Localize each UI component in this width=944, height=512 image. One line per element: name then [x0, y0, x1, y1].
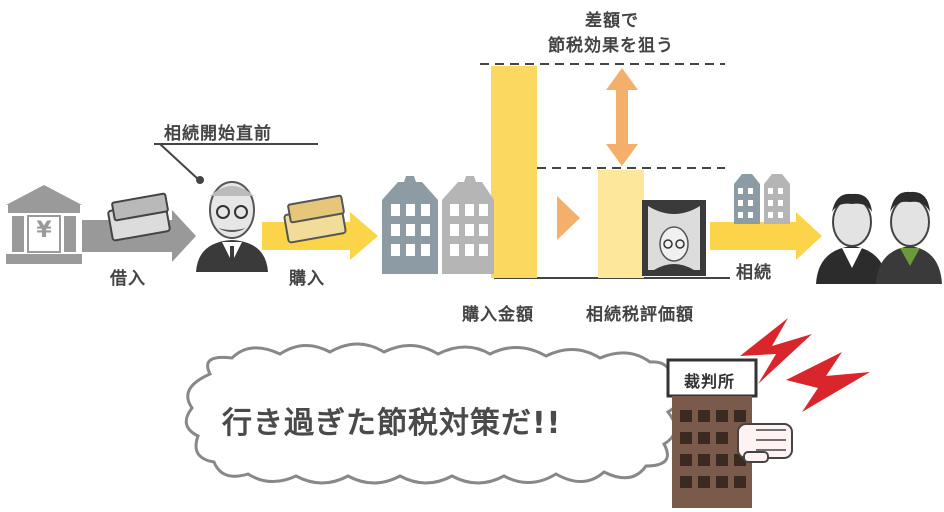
money-stack-icon-2	[283, 194, 347, 244]
old-man-icon	[196, 181, 268, 272]
small-house-icon	[734, 174, 760, 224]
two-men-icon	[816, 191, 942, 284]
difference-label-line1: 差額で	[585, 11, 639, 31]
difference-label-line2: 節税効果を狙う	[548, 36, 674, 56]
speech-bubble-icon	[184, 342, 689, 485]
tax-valuation-label: 相続税評価額	[586, 305, 694, 325]
speech-bubble-text: 行き過ぎた節税対策だ!!	[222, 406, 562, 441]
portrait-icon	[642, 200, 706, 276]
money-stack-icon	[107, 192, 171, 242]
before-inheritance-label: 相続開始直前	[164, 124, 272, 144]
pointing-hand-icon	[737, 423, 793, 463]
lightning-icon-2	[786, 352, 870, 412]
court-label: 裁判所	[684, 372, 736, 391]
small-house-icon-2	[764, 174, 790, 224]
transition-triangle	[557, 196, 580, 240]
borrow-label: 借入	[110, 269, 146, 289]
difference-arrow	[606, 68, 638, 166]
house-icon	[382, 176, 438, 274]
bank-yen-symbol: ¥	[36, 218, 52, 243]
inheritance-label: 相続	[736, 263, 772, 283]
house-icon-2	[442, 176, 494, 274]
purchase-amount-bar	[491, 66, 537, 278]
purchase-amount-label: 購入金額	[462, 305, 534, 325]
lightning-icon	[740, 318, 812, 384]
bank-icon	[6, 185, 82, 264]
label-pointer	[154, 143, 318, 184]
valuation-bar	[598, 170, 644, 278]
purchase-label: 購入	[289, 269, 325, 289]
